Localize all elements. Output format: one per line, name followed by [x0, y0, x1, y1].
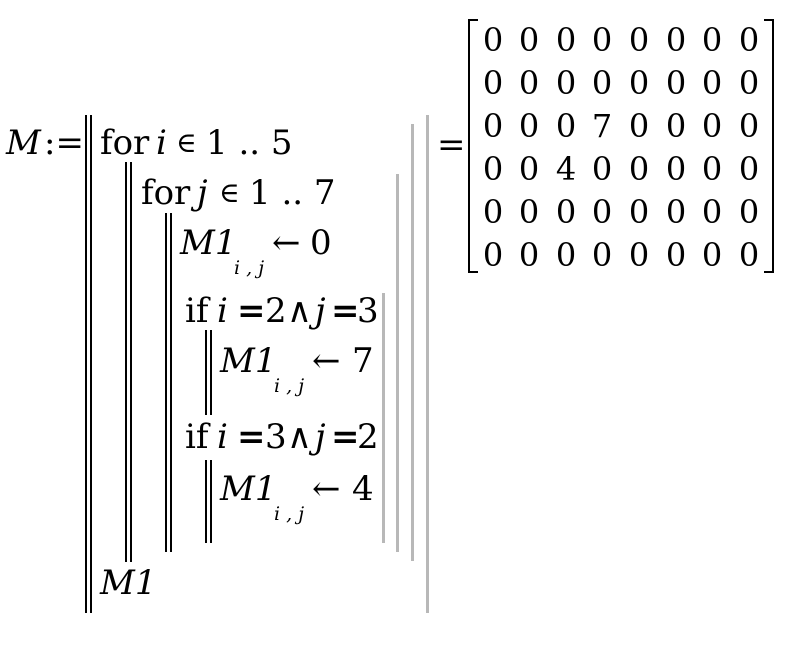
matrix-cell: 0 — [738, 193, 760, 231]
matrix-cell: 0 — [665, 150, 687, 188]
keyword-if: if — [185, 417, 209, 457]
region-bar-outer — [426, 115, 429, 613]
matrix-cell: 0 — [738, 64, 760, 102]
logical-and: ∧ — [287, 291, 312, 331]
matrix-left-bracket — [468, 19, 478, 273]
cond-value: 2 — [357, 417, 379, 457]
assign-operator: := — [44, 123, 84, 163]
evaluation-equals: = — [437, 125, 466, 165]
matrix-cell: 0 — [701, 193, 723, 231]
matrix-cell: 0 — [701, 150, 723, 188]
matrix-cell: 0 — [482, 236, 504, 274]
equals-bold: = — [331, 417, 360, 457]
subscript-i-j: i , j — [274, 375, 305, 397]
matrix-cell: 0 — [628, 236, 650, 274]
keyword-for: for — [100, 123, 150, 163]
matrix-cell: 0 — [482, 193, 504, 231]
matrix-cell: 0 — [591, 21, 613, 59]
cond-var-i: i — [217, 417, 228, 457]
lhs-variable: M — [6, 123, 41, 163]
program-bar-if1-body[interactable] — [205, 330, 212, 415]
matrix-cell: 0 — [738, 236, 760, 274]
matrix-cell: 0 — [555, 193, 577, 231]
matrix-cell: 0 — [482, 107, 504, 145]
region-bar-if — [382, 293, 385, 543]
program-bar-loop-j[interactable] — [165, 213, 172, 552]
matrix-cell: 0 — [665, 64, 687, 102]
equals-bold: = — [237, 417, 266, 457]
matrix-cell: 0 — [482, 21, 504, 59]
cond-var-j: j — [315, 417, 326, 457]
cond-value: 2 — [265, 291, 287, 331]
matrix-cell: 4 — [555, 150, 577, 188]
matrix-cell: 0 — [665, 21, 687, 59]
return-value-M1[interactable]: M1 — [100, 563, 157, 603]
range-1-5: 1 .. 5 — [206, 123, 293, 163]
equals-bold: = — [331, 291, 360, 331]
matrix-cell: 0 — [518, 150, 540, 188]
keyword-for: for — [141, 173, 191, 213]
region-bar-loop-j — [396, 174, 399, 552]
matrix-cell: 0 — [591, 150, 613, 188]
matrix-cell: 0 — [628, 193, 650, 231]
matrix-cell: 0 — [555, 21, 577, 59]
subscript-i-j: i , j — [274, 503, 305, 525]
matrix-cell: 0 — [701, 21, 723, 59]
matrix-cell: 0 — [701, 236, 723, 274]
local-assign-arrow: ← — [312, 341, 341, 381]
matrix-cell: 0 — [518, 107, 540, 145]
matrix-M1: M1 — [220, 341, 277, 381]
matrix-cell: 0 — [701, 107, 723, 145]
cond-value: 3 — [265, 417, 287, 457]
matrix-cell: 0 — [665, 107, 687, 145]
element-of-symbol: ∈ — [176, 126, 197, 159]
matrix-cell: 0 — [591, 64, 613, 102]
loop-variable-j: j — [197, 173, 208, 213]
matrix-cell: 0 — [591, 193, 613, 231]
matrix-M1: M1 — [220, 469, 277, 509]
matrix-cell: 0 — [628, 150, 650, 188]
matrix-cell: 0 — [591, 236, 613, 274]
matrix-cell: 0 — [628, 64, 650, 102]
region-bar-loop-i — [411, 124, 414, 561]
program-bar-loop-i[interactable] — [125, 162, 132, 562]
matrix-cell: 0 — [482, 64, 504, 102]
cond-value: 3 — [357, 291, 379, 331]
range-1-7: 1 .. 7 — [249, 173, 336, 213]
matrix-cell: 0 — [518, 236, 540, 274]
keyword-if: if — [185, 291, 209, 331]
matrix-cell: 0 — [555, 107, 577, 145]
local-assign-arrow: ← — [312, 469, 341, 509]
subscript-i-j: i , j — [234, 257, 265, 279]
matrix-cell: 0 — [518, 21, 540, 59]
matrix-cell: 0 — [738, 107, 760, 145]
matrix-right-bracket — [764, 19, 774, 273]
loop-variable-i: i — [156, 123, 167, 163]
matrix-cell: 0 — [738, 21, 760, 59]
element-of-symbol: ∈ — [219, 176, 240, 209]
equals-bold: = — [237, 291, 266, 331]
matrix-cell: 7 — [591, 107, 613, 145]
matrix-cell: 0 — [665, 236, 687, 274]
matrix-cell: 0 — [701, 64, 723, 102]
cond-var-i: i — [217, 291, 228, 331]
matrix-cell: 0 — [482, 150, 504, 188]
matrix-cell: 0 — [555, 236, 577, 274]
value-0: 0 — [310, 223, 332, 263]
matrix-cell: 0 — [628, 107, 650, 145]
cond-var-j: j — [315, 291, 326, 331]
matrix-cell: 0 — [555, 64, 577, 102]
logical-and: ∧ — [287, 417, 312, 457]
matrix-cell: 0 — [518, 193, 540, 231]
program-bar-if2-body[interactable] — [205, 460, 212, 543]
program-bar-outer[interactable] — [85, 115, 92, 613]
matrix-cell: 0 — [628, 21, 650, 59]
matrix-M1: M1 — [180, 223, 237, 263]
matrix-cell: 0 — [518, 64, 540, 102]
matrix-cell: 0 — [738, 150, 760, 188]
matrix-cell: 0 — [665, 193, 687, 231]
value-7: 7 — [352, 341, 374, 381]
value-4: 4 — [352, 469, 374, 509]
local-assign-arrow: ← — [272, 223, 301, 263]
